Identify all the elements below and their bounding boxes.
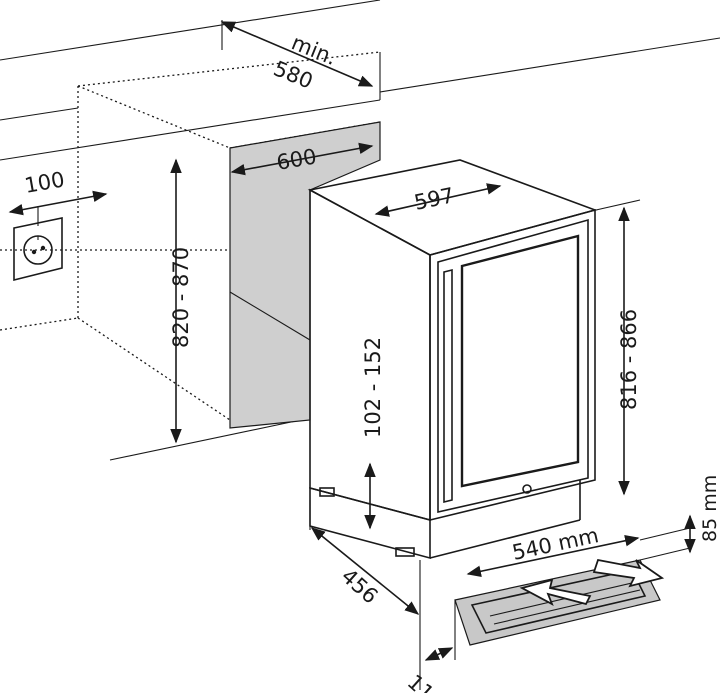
power-socket-icon: [13, 217, 63, 282]
worktop-lines: [0, 0, 720, 461]
depth-456-label: 456: [337, 564, 383, 609]
socket-100-label: 100: [23, 167, 67, 198]
height-820-870-label: 820 - 870: [169, 247, 193, 348]
wine-cooler: [307, 159, 598, 560]
ventilation-grille: [454, 527, 691, 660]
height-816-866-label: 816 - 866: [617, 309, 641, 410]
depth-580-label: 580: [270, 56, 316, 93]
width-597-label: 597: [412, 183, 456, 215]
dimension-lines: [8, 20, 696, 690]
airflow-in-arrow-icon: [519, 578, 592, 606]
plinth-102-152-label: 102 - 152: [361, 337, 385, 438]
vent-540-label: 540 mm: [510, 523, 601, 565]
vent-85-label: 85 mm: [699, 475, 720, 542]
depth-114-label: 114: [403, 670, 449, 693]
